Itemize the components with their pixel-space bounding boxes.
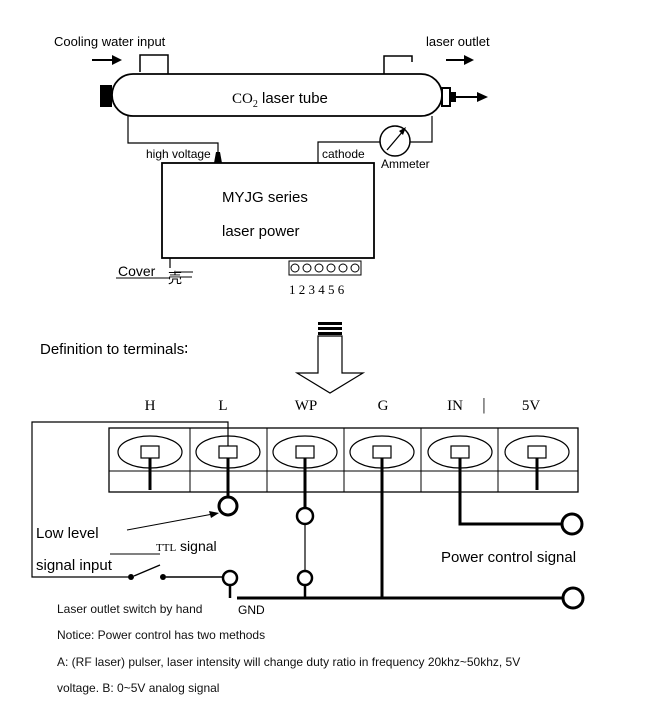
tube-left-cap — [100, 85, 112, 107]
water-inlet-pipe — [139, 54, 169, 76]
power-name-line2: laser power — [222, 223, 300, 240]
down-arrow-icon — [294, 322, 366, 394]
cathode-wire — [317, 141, 380, 163]
ammeter-label: Ammeter — [381, 157, 430, 171]
l-terminal-point — [217, 495, 239, 517]
terminal-label-in: IN — [447, 398, 463, 414]
terminal-label-l: L — [218, 398, 227, 414]
cooling-water-input-label: Cooling water input — [54, 34, 166, 49]
power-control-signal-label: Power control signal — [441, 549, 576, 566]
gnd-output-point — [561, 586, 585, 610]
definition-title: Definition to terminals∶ — [40, 341, 188, 358]
beam-arrow — [477, 92, 488, 102]
power-name-line1: MYJG series — [222, 189, 308, 206]
notice-note: Notice: Power control has two methods — [57, 628, 266, 642]
tube-label: CO2 laser tube — [232, 90, 328, 110]
switch-note: Laser outlet switch by hand — [57, 602, 203, 616]
method-b-note: voltage. B: 0~5V analog signal — [57, 681, 220, 695]
cathode-label: cathode — [322, 147, 365, 161]
small-terminal-block — [288, 260, 362, 276]
gnd-label: GND — [238, 603, 265, 617]
power-control-point — [560, 512, 584, 536]
method-a-note: A: (RF laser) pulser, laser intensity wi… — [57, 655, 521, 669]
terminal-separator: | — [482, 395, 485, 414]
terminal-label-5v: 5V — [522, 398, 541, 414]
laser-power-box — [161, 162, 375, 259]
h-wire — [31, 421, 229, 578]
in-wire — [458, 492, 562, 526]
water-input-arrow — [112, 55, 122, 65]
terminal-label-wp: WP — [295, 398, 318, 414]
pin-numbers: 1 2 3 4 5 6 — [289, 282, 345, 297]
ttl-pointer — [126, 513, 214, 531]
terminal-block — [108, 427, 579, 493]
switch-icon — [133, 564, 161, 577]
water-outlet-pipe — [383, 55, 413, 76]
ttl-label: TTL signal — [156, 538, 217, 554]
tube-right-cap — [441, 87, 451, 107]
terminal-label-g: G — [378, 398, 389, 414]
cover-label: Cover — [118, 263, 156, 279]
gnd-point — [221, 569, 239, 587]
cover-symbol: 壳 — [168, 270, 182, 286]
high-voltage-label: high voltage — [146, 147, 211, 161]
laser-outlet-label: laser outlet — [426, 34, 490, 49]
terminal-label-h: H — [145, 398, 156, 414]
signal-input-label: signal input — [36, 557, 113, 574]
low-level-label: Low level — [36, 525, 99, 542]
laser-outlet-arrow — [464, 55, 474, 65]
